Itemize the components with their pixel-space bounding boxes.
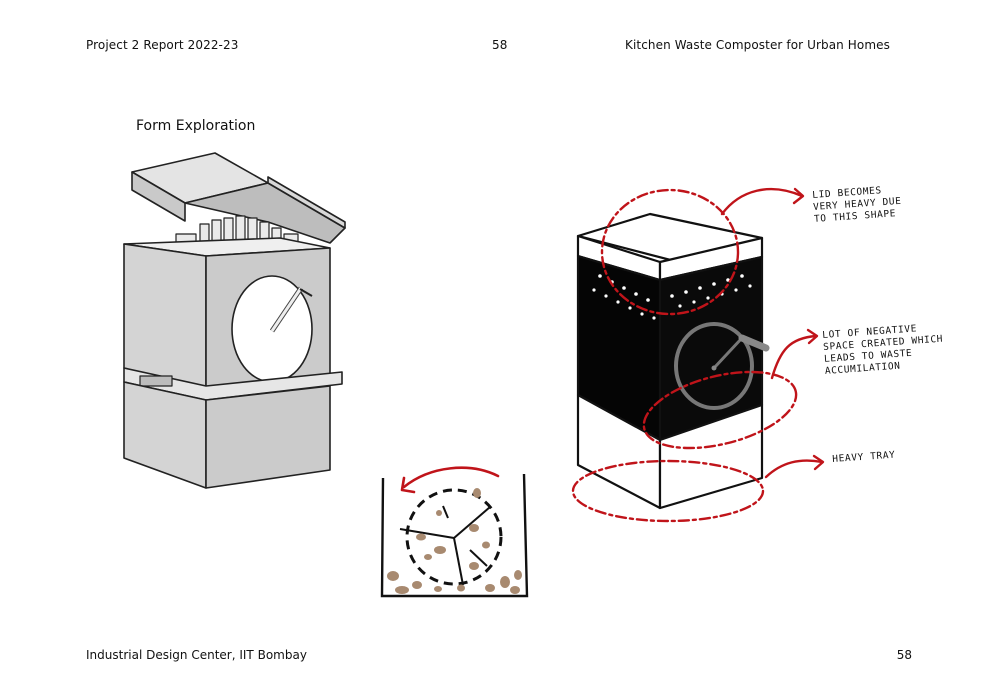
section-title: Form Exploration [136, 118, 256, 134]
callout-markings [571, 188, 798, 523]
footer-page-number: 58 [896, 648, 912, 662]
annotation-heavy-lid: LID BECOMES VERY HEAVY DUE TO THIS SHAPE [812, 185, 902, 225]
bin-section-illustration [380, 466, 529, 598]
footer-institution: Industrial Design Center, IIT Bombay [86, 648, 307, 662]
header-project-title: Kitchen Waste Composter for Urban Homes [625, 38, 890, 52]
header-page-number: 58 [492, 38, 508, 52]
composter-sketch-illustration [576, 212, 770, 510]
box-render-illustration [123, 152, 346, 489]
annotation-negative-space: LOT OF NEGATIVE SPACE CREATED WHICH LEAD… [822, 323, 944, 377]
callout-arrows [720, 187, 825, 479]
header-report-title: Project 2 Report 2022-23 [86, 38, 239, 52]
